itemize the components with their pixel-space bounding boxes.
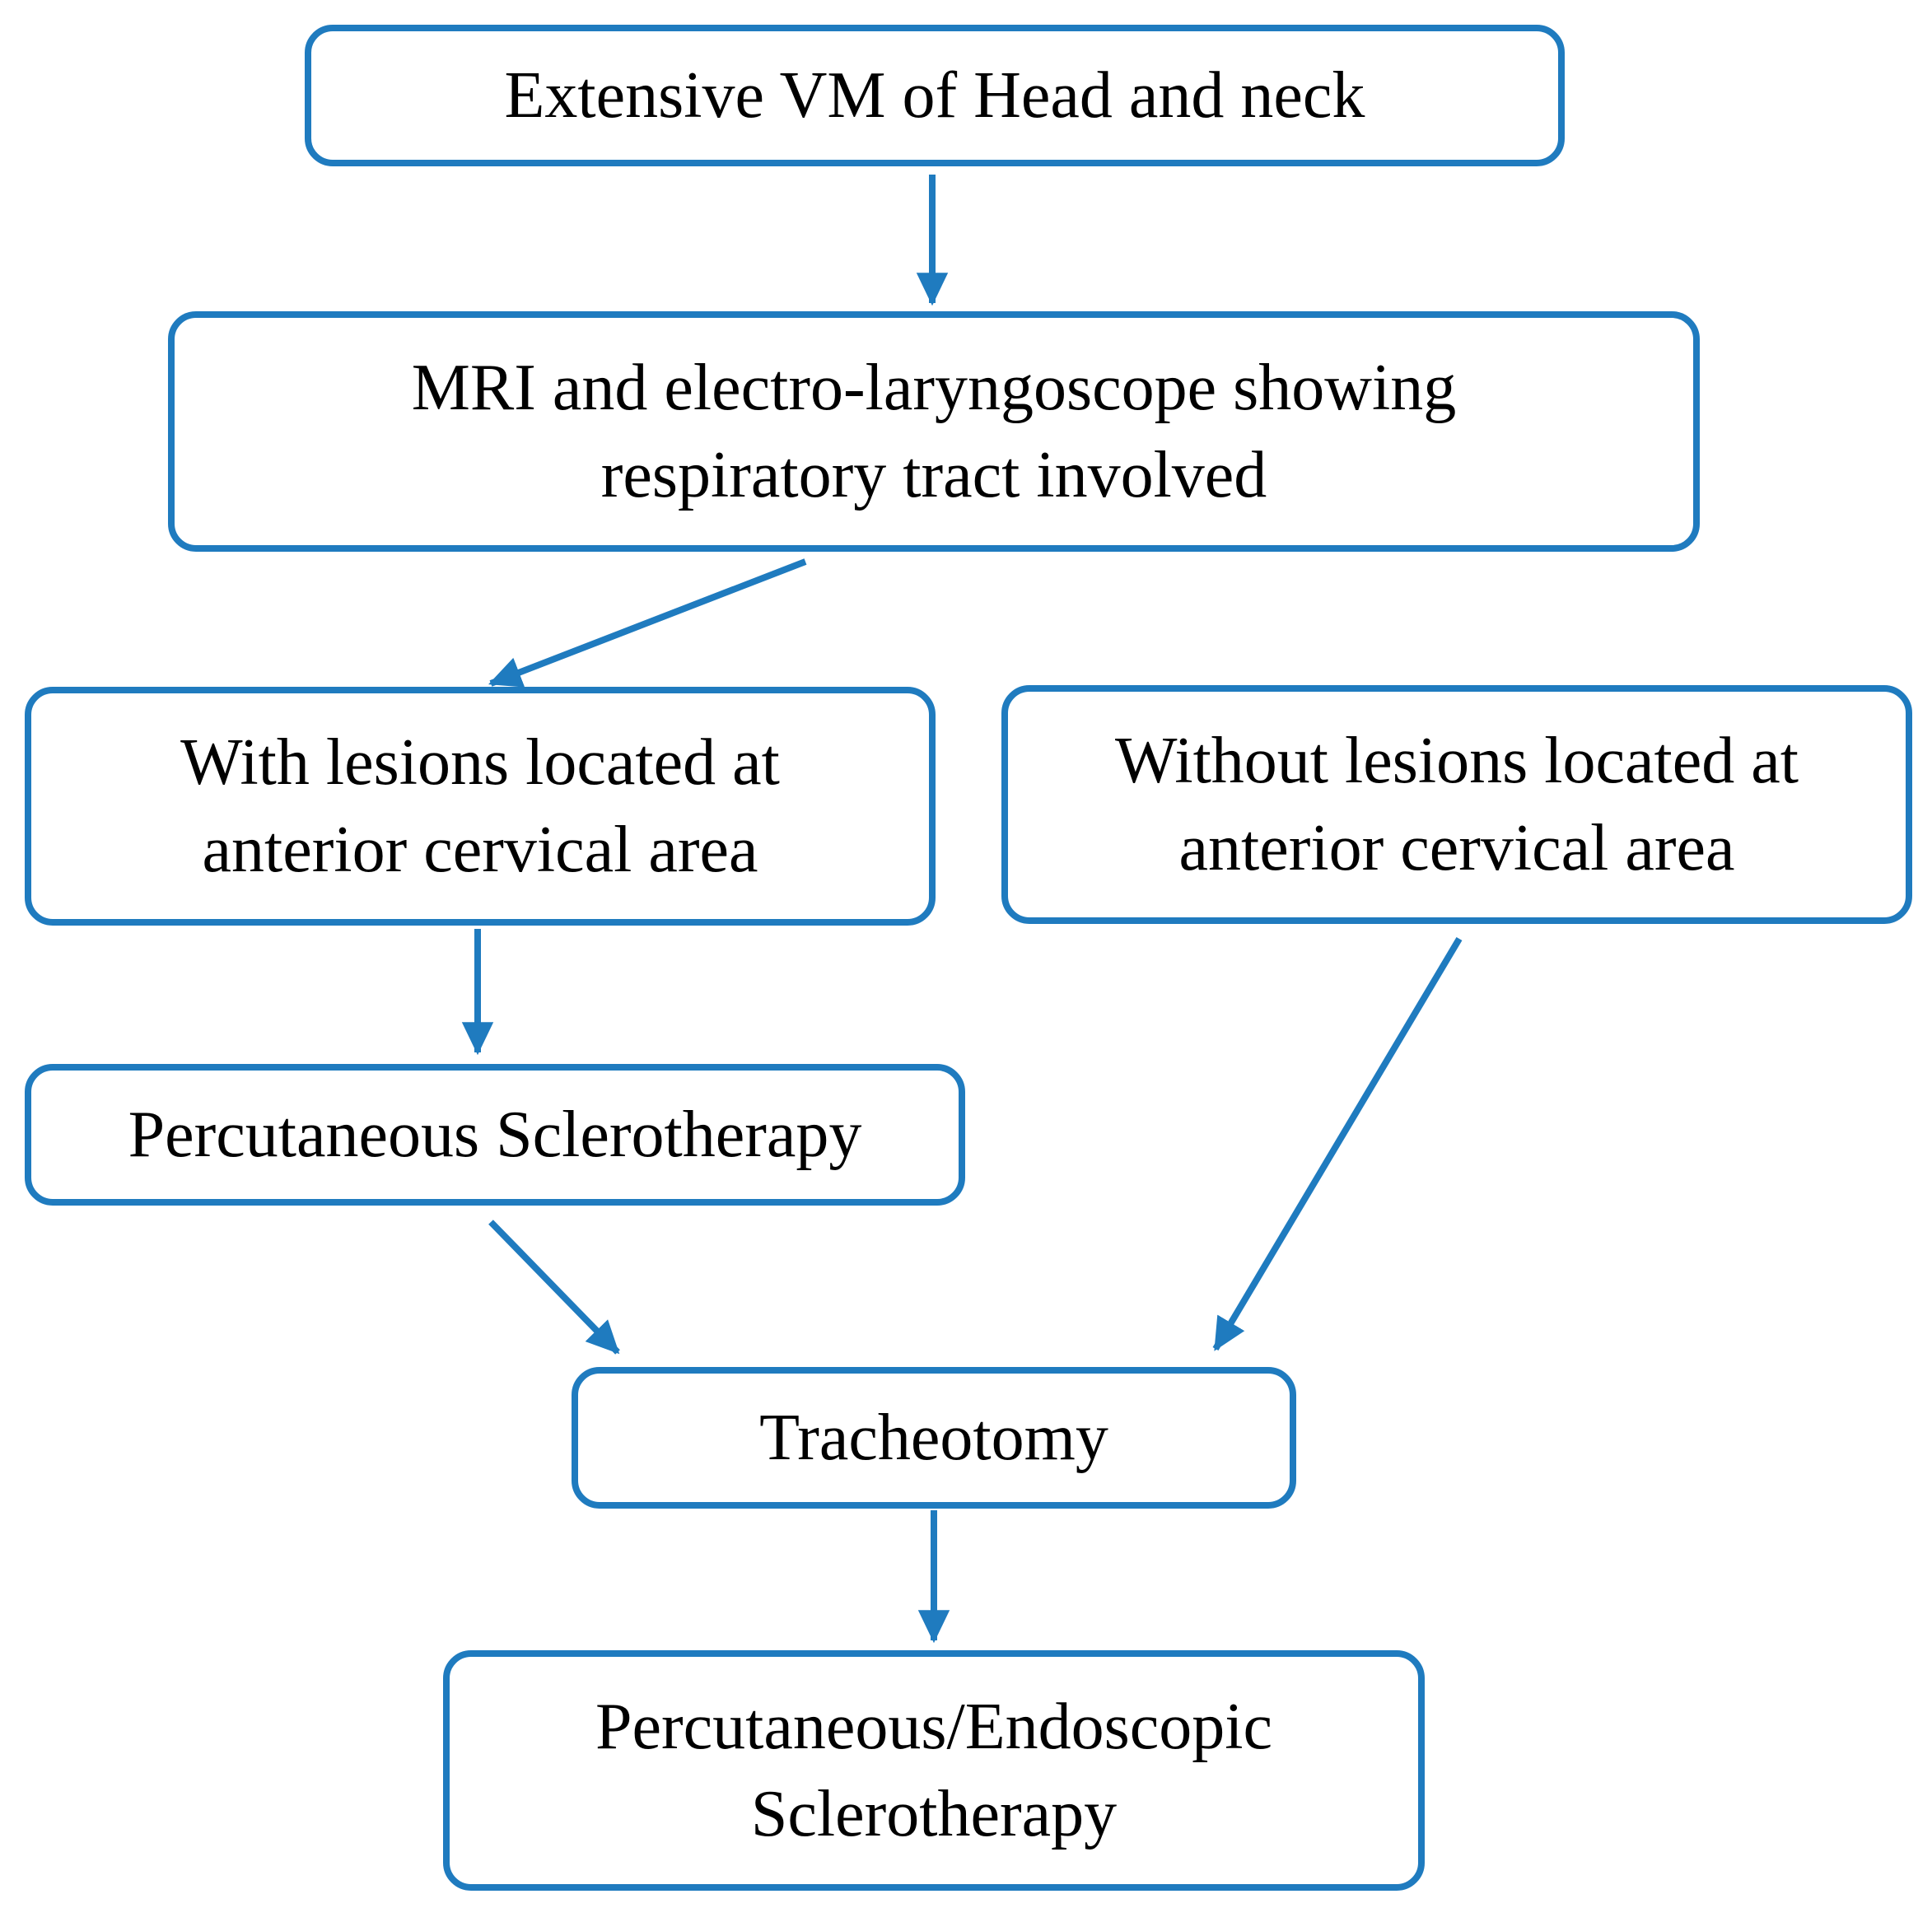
node-percutaneous-sclerotherapy: Percutaneous Sclerotherapy xyxy=(25,1064,965,1206)
node-mri-diagnosis: MRI and electro-laryngoscope showing res… xyxy=(168,311,1700,552)
node-mri-diagnosis-line-1: MRI and electro-laryngoscope showing xyxy=(411,351,1457,424)
node-without-lesions-line-1: Without lesions located at xyxy=(1115,724,1799,797)
node-tracheotomy: Tracheotomy xyxy=(572,1367,1296,1509)
node-with-lesions-line-2: anterior cervical area xyxy=(202,814,758,886)
node-extensive-vm: Extensive VM of Head and neck xyxy=(305,25,1565,166)
node-mri-diagnosis-line-2: respiratory tract involved xyxy=(600,439,1267,511)
node-extensive-vm-line-1: Extensive VM of Head and neck xyxy=(504,58,1365,132)
node-final-line-2: Sclerotherapy xyxy=(750,1778,1118,1850)
arrow-without-lesions-to-tracheotomy xyxy=(1212,936,1463,1351)
node-without-lesions: Without lesions located at anterior cerv… xyxy=(1001,685,1912,924)
node-without-lesions-line-2: anterior cervical area xyxy=(1178,812,1735,884)
arrow-diagnosis-to-with-lesions xyxy=(488,558,807,688)
node-final-line-1: Percutaneous/Endoscopic xyxy=(595,1690,1272,1763)
node-tracheotomy-line-1: Tracheotomy xyxy=(759,1401,1108,1474)
arrow-percutaneous-to-tracheotomy xyxy=(488,1220,620,1355)
node-percutaneous-sclerotherapy-line-1: Percutaneous Sclerotherapy xyxy=(128,1098,862,1171)
node-percutaneous-endoscopic-sclerotherapy: Percutaneous/Endoscopic Sclerotherapy xyxy=(443,1650,1425,1891)
node-with-lesions: With lesions located at anterior cervica… xyxy=(25,687,936,926)
node-with-lesions-line-1: With lesions located at xyxy=(180,725,780,799)
